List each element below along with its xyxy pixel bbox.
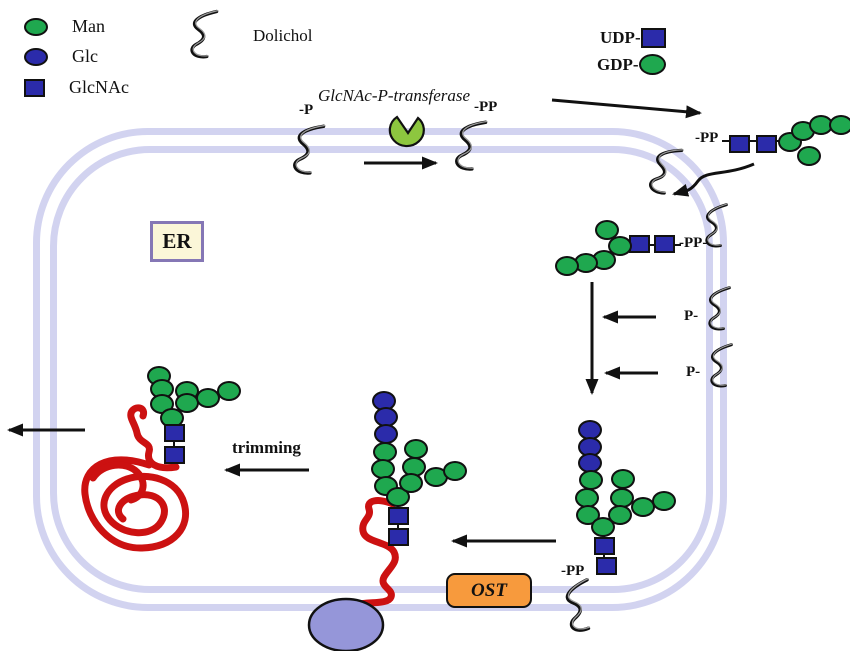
udp-donor: UDP- <box>600 28 666 48</box>
folded-protein-tangle <box>81 404 189 552</box>
man-sugar <box>608 505 632 525</box>
man-sugar <box>386 487 410 507</box>
legend-label: Man <box>72 16 105 36</box>
ribosome <box>307 597 385 651</box>
phosphate-label: P- <box>686 364 701 380</box>
phosphate-label: -PP- <box>679 235 708 251</box>
man-circle-icon <box>24 17 48 36</box>
glcnac-sugar <box>728 135 750 153</box>
legend-item-glcnac: GlcNAc <box>24 77 129 98</box>
pathway-arrows <box>7 98 755 548</box>
glcnac-sugar <box>595 557 617 575</box>
man-sugar <box>611 469 635 489</box>
man-sugar <box>217 381 241 401</box>
glcnac-sugar <box>755 135 777 153</box>
glc-circle-icon <box>24 47 48 66</box>
glcnac-p-transferase-enzyme <box>388 115 425 148</box>
er-label: ER <box>162 229 192 253</box>
legend-label: Glc <box>72 46 98 66</box>
glcnac-sugar <box>163 424 185 442</box>
phosphate-label: -P <box>299 102 314 118</box>
gdp-label: GDP- <box>597 54 639 74</box>
er-membrane-inner <box>50 146 713 593</box>
man-sugar <box>829 115 850 135</box>
man-sugar <box>404 439 428 459</box>
phosphate-label: -PP <box>561 563 585 579</box>
dolichol-label: Dolichol <box>253 26 313 45</box>
man-sugar <box>399 473 423 493</box>
glcnac-square-icon <box>640 28 666 48</box>
legend-item-man: Man <box>24 16 105 37</box>
man-sugar <box>652 491 676 511</box>
udp-label: UDP- <box>600 28 641 47</box>
man-sugar <box>595 220 619 240</box>
phosphate-label: -PP <box>695 130 719 146</box>
man-sugar <box>443 461 467 481</box>
phosphate-label: -PP <box>474 99 498 115</box>
er-label-box: ER <box>150 221 204 262</box>
man-sugar <box>608 236 632 256</box>
ost-label: OST <box>471 579 507 601</box>
man-sugar <box>797 146 821 166</box>
glcnac-sugar <box>653 235 675 253</box>
arrow-flip-into-lumen <box>672 162 755 197</box>
ost-enzyme-box: OST <box>446 573 532 608</box>
glcnac-sugar <box>387 528 409 546</box>
man-circle-icon <box>638 54 666 75</box>
legend-label: GlcNAc <box>69 77 129 97</box>
man-sugar <box>579 470 603 490</box>
arrow-to-corner <box>551 98 702 119</box>
glcnac-square-icon <box>24 78 45 97</box>
glcnac-sugar <box>163 446 185 464</box>
trimming-label: trimming <box>232 438 301 457</box>
gdp-donor: GDP- <box>597 54 666 75</box>
man-sugar <box>591 517 615 537</box>
glycan-connectors <box>173 140 788 568</box>
er-membrane-outer <box>33 128 727 611</box>
man-sugar <box>555 256 579 276</box>
phosphate-label: P- <box>684 308 699 324</box>
legend-item-glc: Glc <box>24 46 98 67</box>
man-sugar <box>196 388 220 408</box>
glcnac-sugar <box>387 507 409 525</box>
enzyme-label: GlcNAc-P-transferase <box>318 86 471 105</box>
glc-sugar <box>374 424 398 444</box>
glcnac-sugar <box>593 537 615 555</box>
